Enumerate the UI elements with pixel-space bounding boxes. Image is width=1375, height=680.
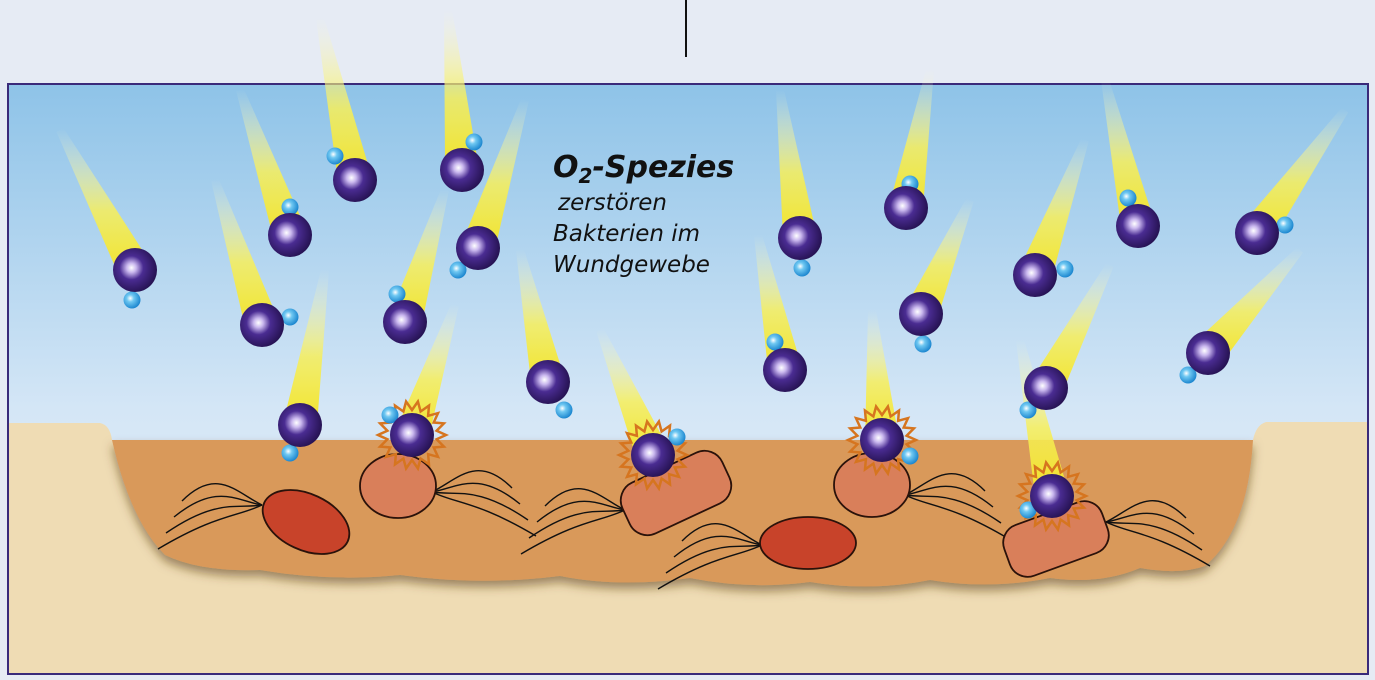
hydrogen-atom [282, 445, 299, 462]
oxygen-atom [631, 433, 675, 477]
hydrogen-atom [1057, 261, 1074, 278]
oxygen-atom [268, 213, 312, 257]
oxygen-atom [1024, 366, 1068, 410]
hydrogen-atom [902, 448, 919, 465]
hydrogen-atom [915, 336, 932, 353]
oxygen-atom [456, 226, 500, 270]
oxygen-atom [884, 186, 928, 230]
oxygen-atom [1030, 474, 1074, 518]
oxygen-atom [440, 148, 484, 192]
oxygen-atom [113, 248, 157, 292]
hydrogen-atom [466, 134, 483, 151]
oxygen-atom [1013, 253, 1057, 297]
hydrogen-atom [1277, 217, 1294, 234]
oxygen-atom [1186, 331, 1230, 375]
hydrogen-atom [794, 260, 811, 277]
oxygen-atom [240, 303, 284, 347]
annotation-title: O2-Spezies [553, 148, 734, 188]
hydrogen-atom [124, 292, 141, 309]
annotation-line-1: zerstören [558, 188, 734, 219]
hydrogen-atom [767, 334, 784, 351]
oxygen-atom [763, 348, 807, 392]
oxygen-atom [390, 413, 434, 457]
oxygen-atom [333, 158, 377, 202]
oxygen-atom [526, 360, 570, 404]
annotation-line-3: Wundgewebe [553, 250, 734, 281]
hydrogen-atom [282, 309, 299, 326]
oxygen-atom [778, 216, 822, 260]
oxygen-species-annotation: O2-Spezies zerstören Bakterien im Wundge… [553, 148, 734, 281]
bacterium-icon [760, 517, 856, 569]
hydrogen-atom [389, 286, 406, 303]
hydrogen-atom [556, 402, 573, 419]
oxygen-atom [278, 403, 322, 447]
oxygen-atom [1235, 211, 1279, 255]
oxygen-atom [860, 418, 904, 462]
annotation-line-2: Bakterien im [553, 219, 734, 250]
oxygen-atom [1116, 204, 1160, 248]
hydrogen-atom [327, 148, 344, 165]
hydrogen-atom [1120, 190, 1137, 207]
hydrogen-atom [282, 199, 299, 216]
oxygen-atom [899, 292, 943, 336]
oxygen-atom [383, 300, 427, 344]
